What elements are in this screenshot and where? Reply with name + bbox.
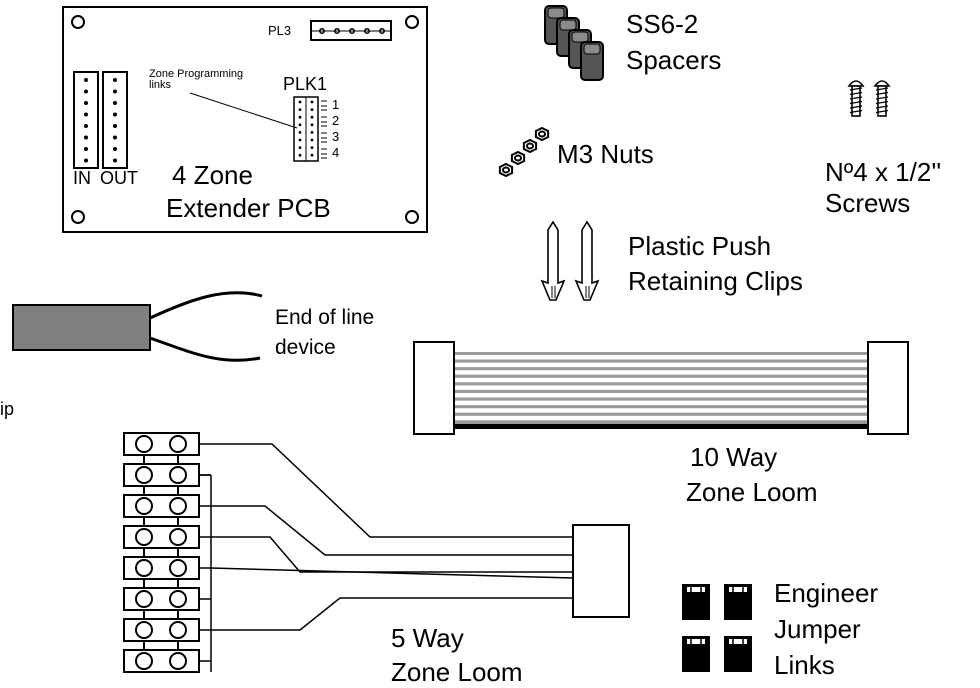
eol-label-line2: device: [275, 336, 336, 359]
five-way-loom-icon: [123, 432, 630, 673]
jumpers-label-line3: Links: [774, 650, 835, 680]
jumpers-label-line1: Engineer: [774, 578, 879, 608]
nuts-icon: [498, 126, 550, 178]
spacers-label-line2: Spacers: [626, 45, 722, 75]
jumper-links-icon: [682, 584, 752, 672]
zone-programming-label: Zone Programming: [149, 68, 244, 80]
extender-pcb: [62, 6, 428, 233]
loom5-label-line2: Zone Loom: [391, 657, 523, 687]
in-terminal-block: [73, 71, 99, 169]
loom10-label-line1: 10 Way: [690, 442, 778, 472]
jumpers-label-line2: Jumper: [774, 614, 861, 644]
push-clips-icon: [540, 220, 600, 301]
screws-label-line1: Nº4 x 1/2'': [825, 157, 942, 187]
nuts-label: M3 Nuts: [557, 139, 654, 169]
pcb-title-line1: 4 Zone: [172, 160, 253, 190]
plk1-label: PLK1: [283, 74, 328, 94]
loom10-label-line2: Zone Loom: [686, 477, 818, 507]
pl3-label: PL3: [268, 23, 292, 38]
end-of-line-device-icon: [12, 291, 263, 362]
plk1-header: [293, 96, 327, 162]
loom5-label-line1: 5 Way: [391, 623, 464, 653]
clipped-text: ip: [0, 399, 15, 419]
screws-icon: [847, 80, 891, 117]
link-number-2: 2: [332, 113, 340, 128]
in-label: IN: [73, 168, 91, 188]
out-label: OUT: [100, 168, 138, 188]
ten-way-loom-icon: [413, 341, 909, 435]
link-number-3: 3: [332, 129, 340, 144]
clips-label-line1: Plastic Push: [628, 231, 772, 261]
eol-label-line1: End of line: [275, 306, 375, 329]
link-number-1: 1: [332, 97, 340, 112]
pl3-connector: [310, 20, 392, 41]
zone-links-label: links: [149, 79, 172, 91]
clips-label-line2: Retaining Clips: [628, 266, 803, 296]
link-number-4: 4: [332, 145, 340, 160]
spacers-icon: [544, 5, 604, 81]
screws-label-line2: Screws: [825, 188, 911, 218]
spacers-label-line1: SS6-2: [626, 9, 699, 39]
pcb-title-line2: Extender PCB: [166, 193, 331, 223]
zone-links-pointer: [189, 92, 298, 129]
out-terminal-block: [102, 71, 128, 169]
